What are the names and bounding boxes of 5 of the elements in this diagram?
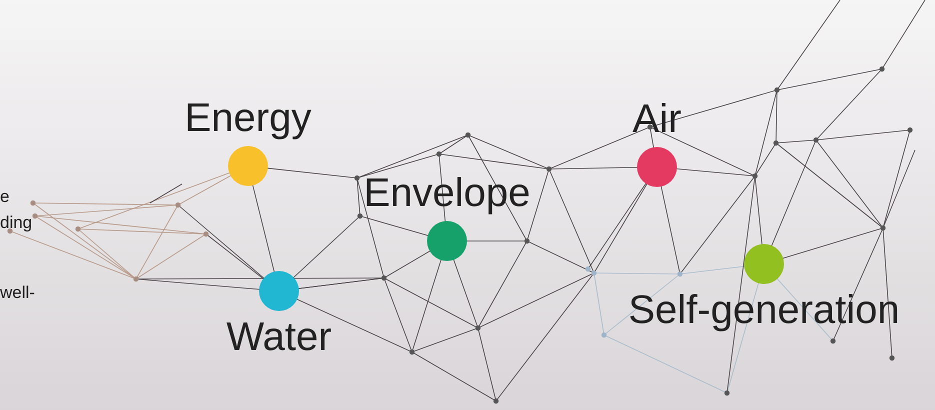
cut-off-text: e	[0, 188, 10, 205]
topic-label: Energy	[184, 98, 312, 138]
cut-off-text: ding	[0, 214, 32, 231]
cut-off-text: well-	[0, 284, 35, 301]
topic-label: Water	[226, 317, 332, 357]
